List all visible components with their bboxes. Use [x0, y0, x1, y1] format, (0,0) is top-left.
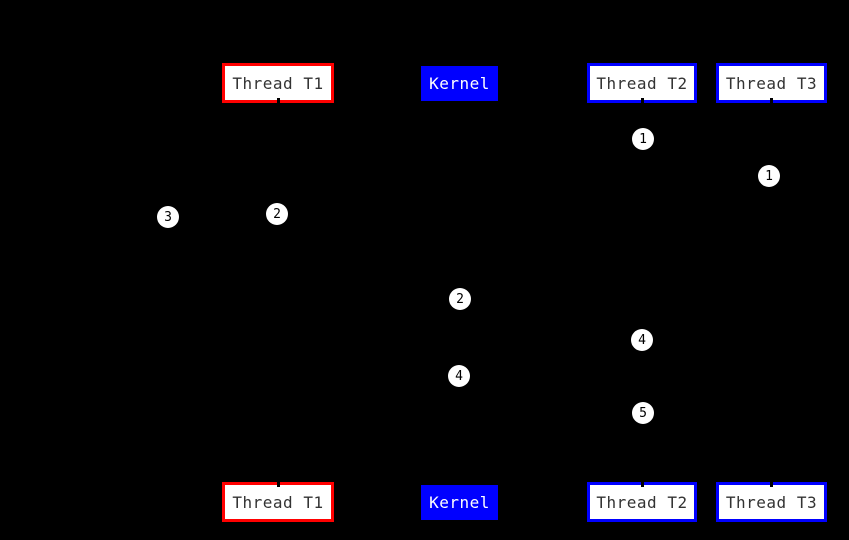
participant-thread-t3-bottom: Thread T3: [716, 482, 827, 522]
participant-thread-t2-bottom: Thread T2: [587, 482, 697, 522]
participant-thread-t1-bottom: Thread T1: [222, 482, 334, 522]
participant-thread-t2-top: Thread T2: [587, 63, 697, 103]
lifeline-tick: [770, 480, 773, 487]
step-marker-1-under-t2: 1: [632, 128, 654, 150]
lifeline-tick: [640, 98, 644, 105]
lifeline-tick: [640, 480, 644, 487]
lifeline-tick: [276, 480, 280, 487]
participant-kernel-bottom: Kernel: [421, 485, 498, 520]
participant-thread-t3-top: Thread T3: [716, 63, 827, 103]
step-marker-5-near-t2: 5: [632, 402, 654, 424]
step-marker-4-near-t2: 4: [631, 329, 653, 351]
step-marker-4-near-kernel: 4: [448, 365, 470, 387]
step-marker-1-under-t3: 1: [758, 165, 780, 187]
step-marker-2-near-kernel: 2: [449, 288, 471, 310]
participant-thread-t1-top: Thread T1: [222, 63, 334, 103]
step-marker-3-left-of-t1: 3: [157, 206, 179, 228]
lifeline-tick: [276, 98, 280, 105]
lifeline-tick: [770, 98, 773, 105]
participant-kernel-top: Kernel: [421, 66, 498, 101]
step-marker-2-near-t1: 2: [266, 203, 288, 225]
